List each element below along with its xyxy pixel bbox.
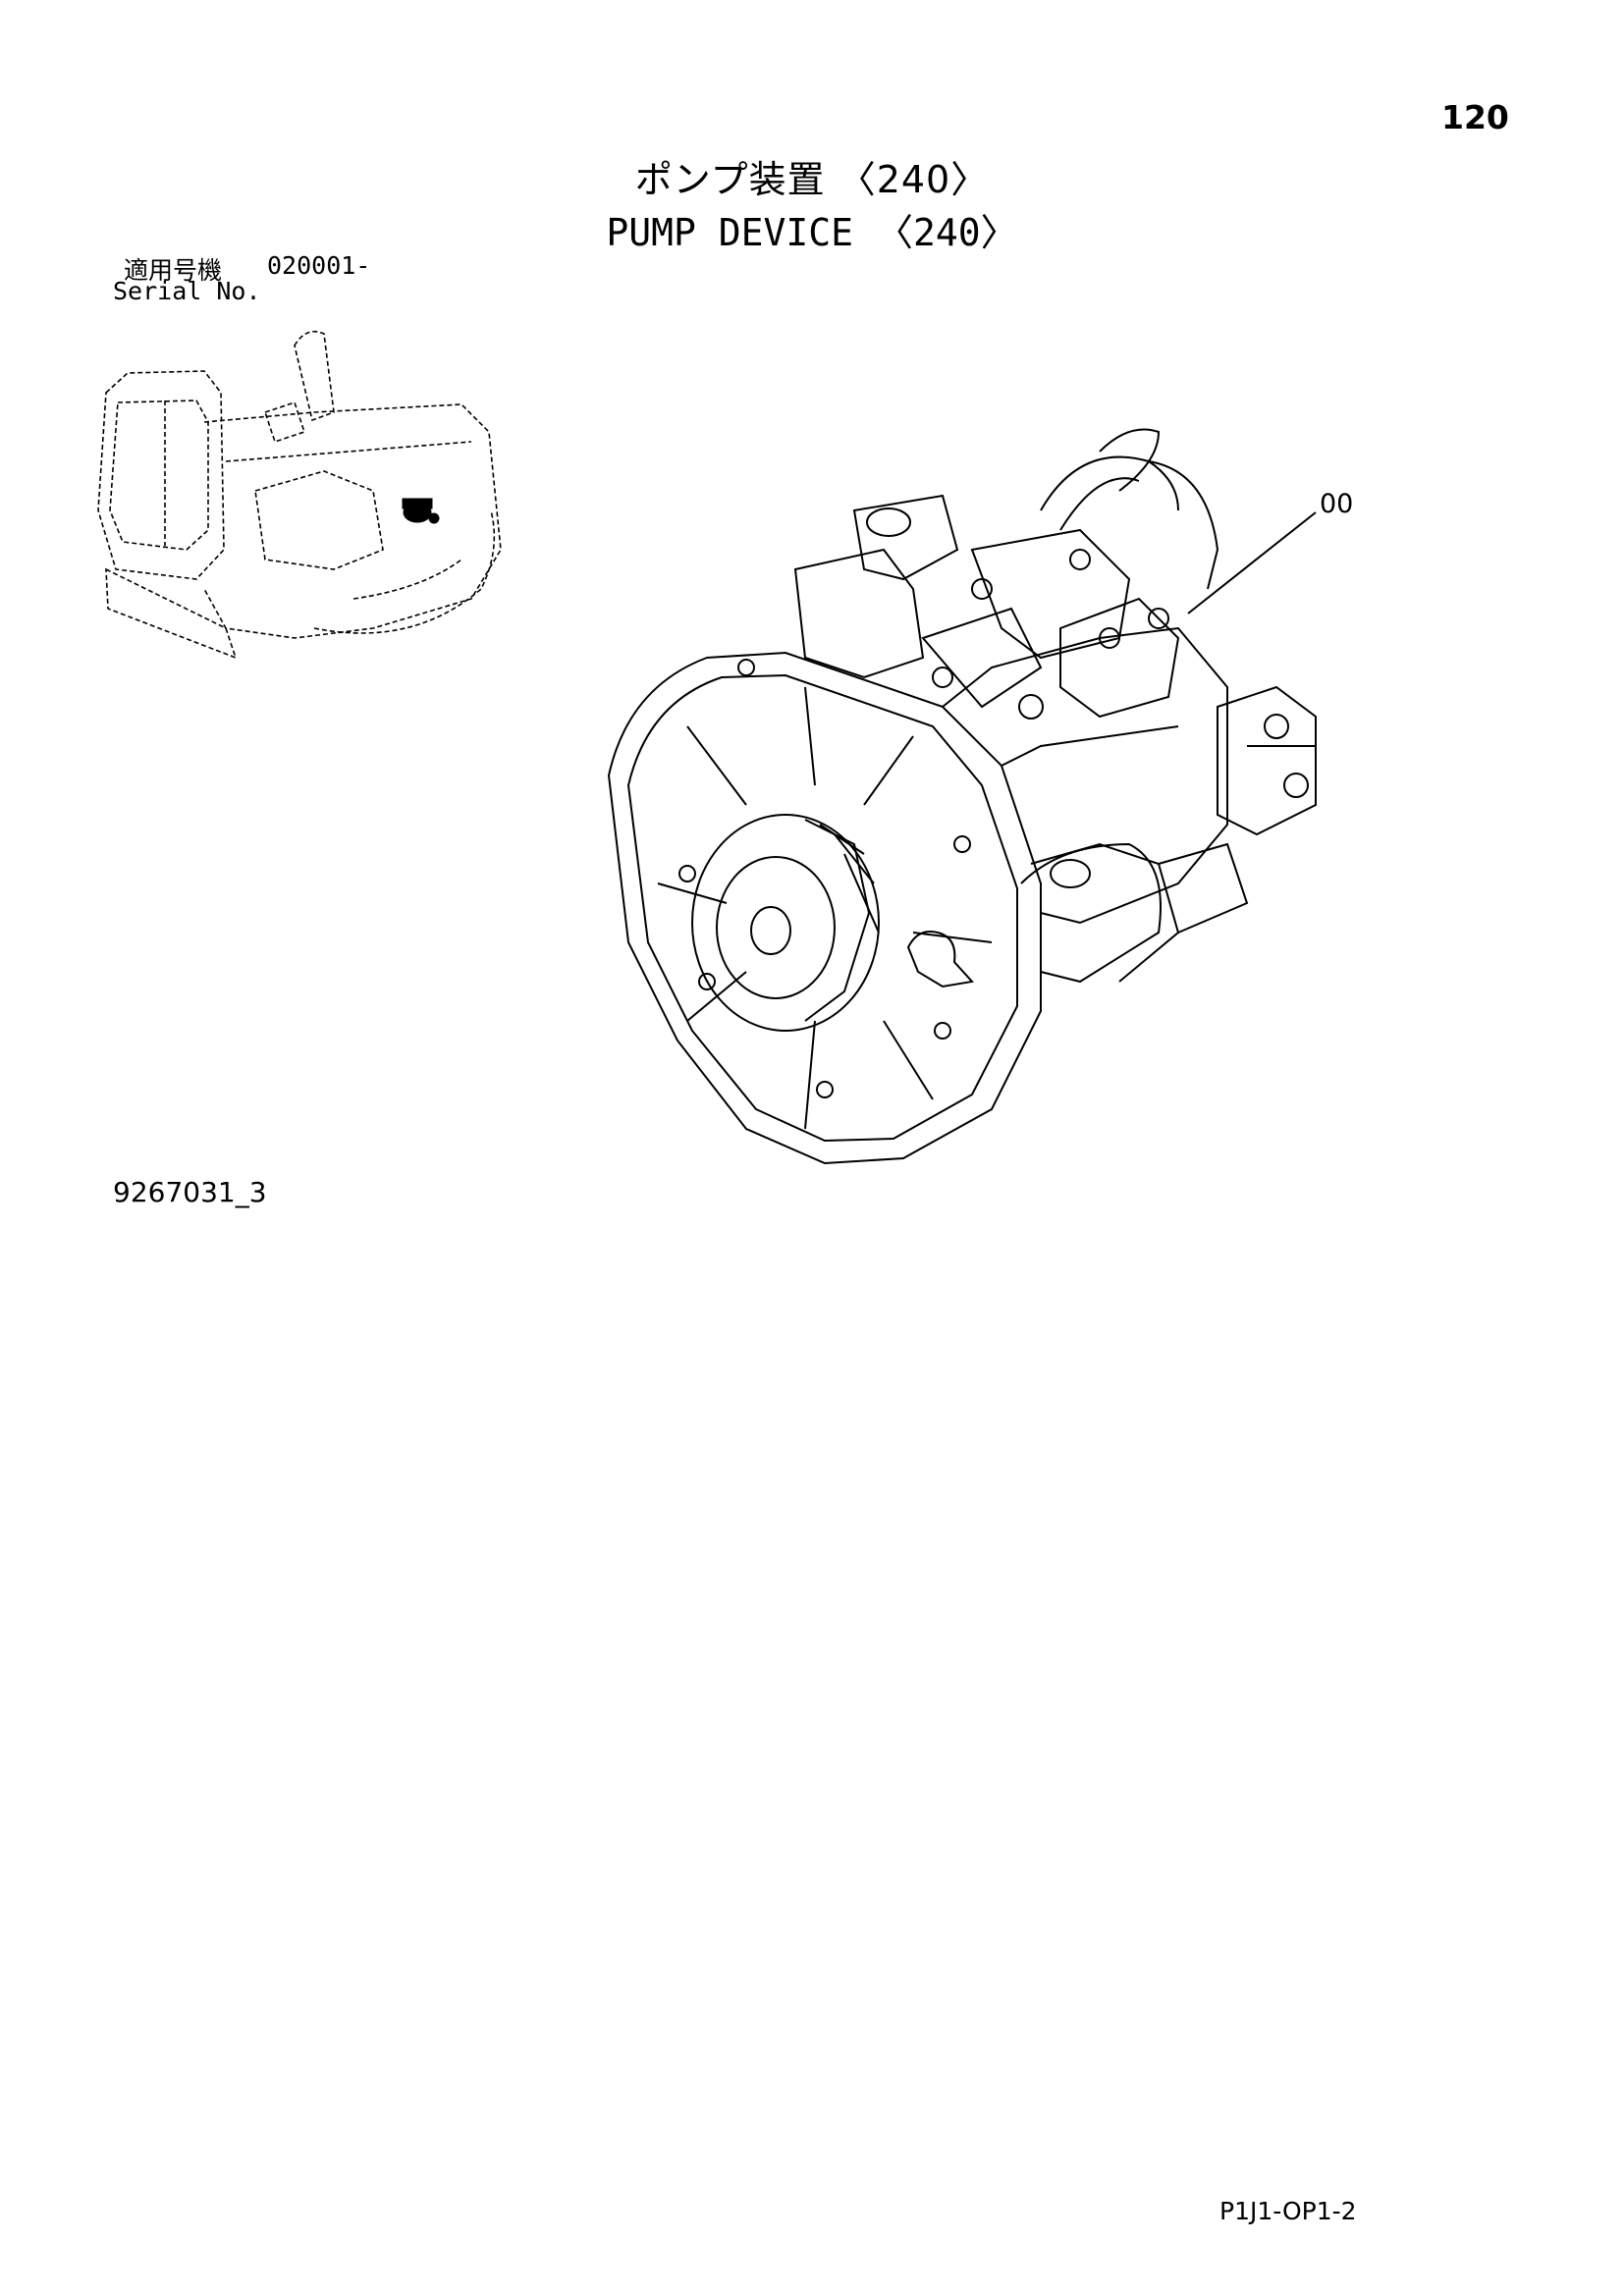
page-number: 120 [1441,98,1509,136]
serial-range: 020001- [267,251,371,280]
page-title-english: PUMP DEVICE 〈240〉 [606,211,1018,254]
page-code: P1J1-OP1-2 [1219,2197,1357,2225]
serial-label-japanese: 適用号機 [124,256,223,285]
serial-label-english: Serial No. [113,277,261,305]
callout-label: 00 [1320,489,1354,519]
drawing-number: 9267031_3 [113,1176,267,1208]
page-title-japanese: ポンプ装置 〈240〉 [634,158,990,201]
